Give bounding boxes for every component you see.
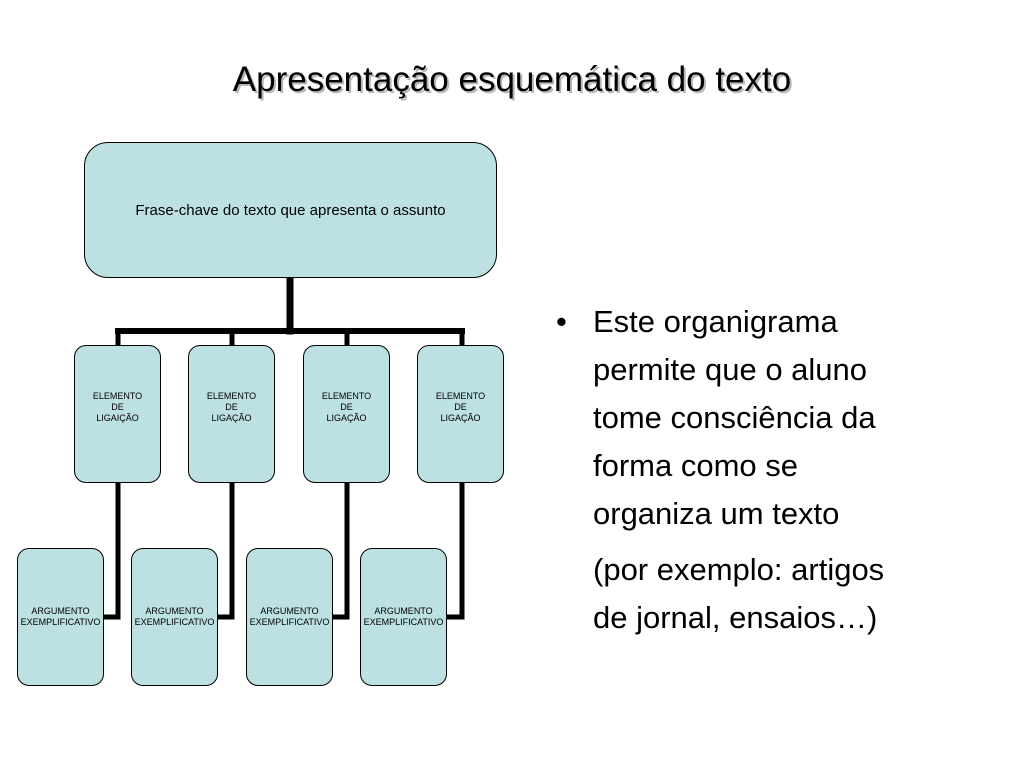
bullet-item: • Este organigrama permite que o aluno t… — [556, 298, 996, 538]
argument-node-1: ARGUMENTO EXEMPLIFICATIVO — [17, 548, 104, 686]
link-node-2: ELEMENTO DE LIGAÇÃO — [188, 345, 275, 483]
argument-node-label: ARGUMENTO EXEMPLIFICATIVO — [249, 606, 330, 627]
argument-connector-3 — [329, 480, 350, 620]
link-node-3: ELEMENTO DE LIGAÇÃO — [303, 345, 390, 483]
argument-node-3: ARGUMENTO EXEMPLIFICATIVO — [246, 548, 333, 686]
link-node-label: ELEMENTO DE LIGAIÇÃO — [92, 390, 143, 423]
argument-connector-4 — [444, 480, 465, 620]
link-node-label: ELEMENTO DE LIGAÇÃO — [435, 390, 486, 423]
link-node-label: ELEMENTO DE LIGAÇÃO — [321, 390, 372, 423]
link-node-4: ELEMENTO DE LIGAÇÃO — [417, 345, 504, 483]
slide-title: Apresentação esquemática do texto — [232, 60, 792, 99]
argument-connector-2 — [214, 480, 235, 620]
bullet-marker: • — [556, 304, 567, 339]
root-node-label: Frase-chave do texto que apresenta o ass… — [135, 201, 446, 219]
root-node: Frase-chave do texto que apresenta o ass… — [84, 142, 497, 278]
bullet-continuation: (por exemplo: artigos de jornal, ensaios… — [593, 552, 885, 635]
argument-node-label: ARGUMENTO EXEMPLIFICATIVO — [20, 606, 101, 627]
argument-node-2: ARGUMENTO EXEMPLIFICATIVO — [131, 548, 218, 686]
link-node-label: ELEMENTO DE LIGAÇÃO — [206, 390, 257, 423]
argument-node-4: ARGUMENTO EXEMPLIFICATIVO — [360, 548, 447, 686]
link-node-1: ELEMENTO DE LIGAIÇÃO — [74, 345, 161, 483]
argument-node-label: ARGUMENTO EXEMPLIFICATIVO — [363, 606, 444, 627]
bullet-text: Este organigrama permite que o aluno tom… — [593, 304, 876, 531]
argument-connector-1 — [100, 480, 121, 620]
bullet-list: • Este organigrama permite que o aluno t… — [556, 298, 996, 642]
argument-node-label: ARGUMENTO EXEMPLIFICATIVO — [134, 606, 215, 627]
